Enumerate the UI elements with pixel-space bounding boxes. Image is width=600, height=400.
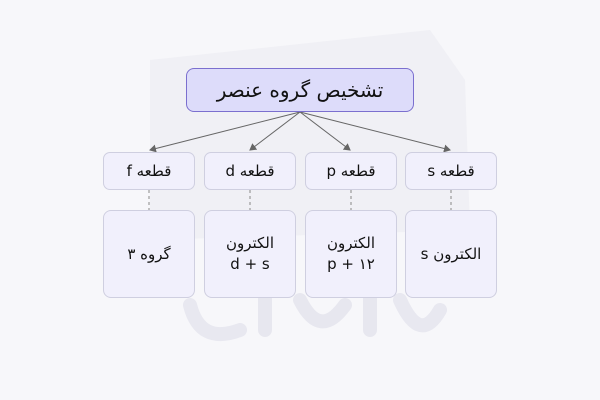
block-header-d: قطعه d bbox=[204, 152, 296, 190]
block-detail-f-line1: گروه ۳ bbox=[127, 244, 171, 263]
block-detail-p-line1: الکترون bbox=[326, 234, 376, 252]
arrow-to-block-d bbox=[249, 111, 301, 151]
block-detail-f: گروه ۳ bbox=[103, 210, 195, 298]
arrow-to-block-s bbox=[299, 111, 451, 153]
block-detail-s: الکترون s bbox=[405, 210, 497, 298]
arrow-to-block-p bbox=[299, 111, 351, 151]
block-detail-p-line2: p + ۱۲ bbox=[327, 255, 375, 273]
block-detail-p: الکترون p + ۱۲ bbox=[305, 210, 397, 298]
block-detail-d-line2: d + s bbox=[230, 255, 270, 273]
block-detail-s-line1: الکترون s bbox=[420, 244, 482, 263]
block-header-f: قطعه f bbox=[103, 152, 195, 190]
block-header-s: قطعه s bbox=[405, 152, 497, 190]
diagram-title: تشخیص گروه عنصر bbox=[186, 68, 414, 112]
block-detail-d-line1: الکترون bbox=[225, 234, 275, 252]
block-header-p: قطعه p bbox=[305, 152, 397, 190]
block-detail-d: الکترون d + s bbox=[204, 210, 296, 298]
arrow-to-block-f bbox=[149, 111, 301, 153]
